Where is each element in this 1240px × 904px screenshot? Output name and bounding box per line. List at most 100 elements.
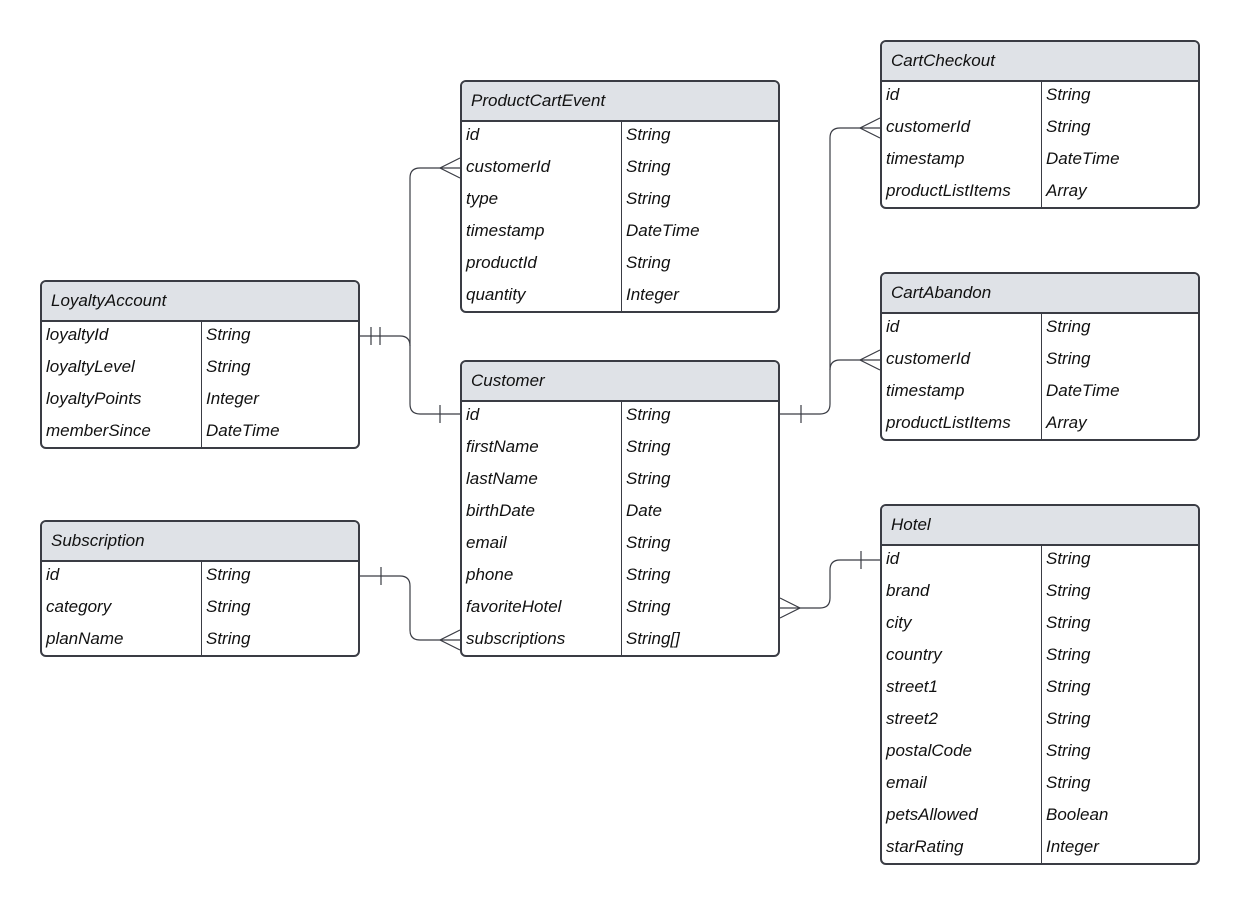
entity-row: email String [882,770,1198,802]
entity-product-cart-event[interactable]: ProductCartEvent id String customerId St… [460,80,780,313]
field-name: loyaltyId [42,322,202,354]
entity-row: email String [462,530,778,562]
field-name: productId [462,250,622,282]
field-name: id [882,546,1042,578]
entity-loyalty-account[interactable]: LoyaltyAccount loyaltyId String loyaltyL… [40,280,360,449]
field-name: customerId [882,114,1042,146]
field-type: Integer [1046,837,1099,856]
entity-row: id String [462,122,778,154]
connector-hotel-customer [780,559,880,609]
entity-row: id String [42,562,358,594]
field-type: String [1046,677,1091,696]
entity-subscription[interactable]: Subscription id String category String p… [40,520,360,657]
connector-customer-productcartevent [409,167,460,346]
entity-title: Hotel [882,506,1198,546]
entity-row: quantity Integer [462,282,778,311]
field-type: String [626,189,671,208]
field-name: quantity [462,282,622,311]
field-name: lastName [462,466,622,498]
entity-row: birthDate Date [462,498,778,530]
entity-cart-checkout[interactable]: CartCheckout id String customerId String… [880,40,1200,209]
mark-one-and-only-one-loyalty [370,327,381,345]
entity-row: customerId String [462,154,778,186]
field-type: Array [1046,181,1087,200]
field-name: phone [462,562,622,594]
field-type: Boolean [1046,805,1109,824]
entity-row: country String [882,642,1198,674]
entity-row: timestamp DateTime [882,146,1198,178]
field-type: String [206,357,251,376]
entity-row: starRating Integer [882,834,1198,863]
entity-cart-abandon[interactable]: CartAbandon id String customerId String … [880,272,1200,441]
field-name: email [462,530,622,562]
field-type: String [1046,317,1091,336]
entity-row: customerId String [882,114,1198,146]
connector-loyalty-customer [360,335,460,415]
entity-row: city String [882,610,1198,642]
entity-row: memberSince DateTime [42,418,358,447]
entity-row: customerId String [882,346,1198,378]
entity-row: timestamp DateTime [462,218,778,250]
field-name: street1 [882,674,1042,706]
field-type: String [626,437,671,456]
field-type: String [626,157,671,176]
entity-title: Customer [462,362,778,402]
entity-customer[interactable]: Customer id String firstName String last… [460,360,780,657]
entity-row: petsAllowed Boolean [882,802,1198,834]
mark-many-customer-favoritehotel [779,597,802,619]
field-type: String [206,629,251,648]
field-type: Array [1046,413,1087,432]
field-type: String [1046,709,1091,728]
entity-hotel[interactable]: Hotel id String brand String city String… [880,504,1200,865]
field-name: timestamp [882,378,1042,410]
entity-row: id String [882,314,1198,346]
entity-row: id String [462,402,778,434]
mark-many-productcartevent [438,157,461,179]
entity-row: loyaltyLevel String [42,354,358,386]
entity-row: loyaltyPoints Integer [42,386,358,418]
field-name: brand [882,578,1042,610]
field-type: DateTime [1046,149,1120,168]
field-type: String[] [626,629,680,648]
entity-row: subscriptions String[] [462,626,778,655]
entity-row: type String [462,186,778,218]
field-name: favoriteHotel [462,594,622,626]
field-name: id [462,122,622,154]
entity-row: lastName String [462,466,778,498]
field-name: type [462,186,622,218]
mark-many-customer-subscriptions [438,629,461,651]
field-type: String [206,597,251,616]
field-type: String [626,253,671,272]
field-type: DateTime [206,421,280,440]
field-name: id [882,82,1042,114]
field-name: petsAllowed [882,802,1042,834]
field-name: customerId [462,154,622,186]
field-type: String [1046,549,1091,568]
entity-row: brand String [882,578,1198,610]
field-type: String [626,469,671,488]
entity-title: CartAbandon [882,274,1198,314]
field-name: category [42,594,202,626]
mark-many-cartcheckout [858,117,881,139]
entity-row: category String [42,594,358,626]
entity-title: CartCheckout [882,42,1198,82]
connector-customer-cartabandon [829,359,880,371]
field-name: productListItems [882,178,1042,207]
field-name: productListItems [882,410,1042,439]
field-name: street2 [882,706,1042,738]
entity-title: Subscription [42,522,358,562]
entity-row: postalCode String [882,738,1198,770]
entity-title: ProductCartEvent [462,82,778,122]
field-type: Date [626,501,662,520]
entity-row: id String [882,82,1198,114]
field-type: String [1046,773,1091,792]
entity-row: productListItems Array [882,178,1198,207]
mark-many-cartabandon [858,349,881,371]
field-name: starRating [882,834,1042,863]
field-type: String [1046,85,1091,104]
field-type: String [1046,581,1091,600]
field-name: loyaltyLevel [42,354,202,386]
field-type: String [1046,741,1091,760]
field-name: postalCode [882,738,1042,770]
